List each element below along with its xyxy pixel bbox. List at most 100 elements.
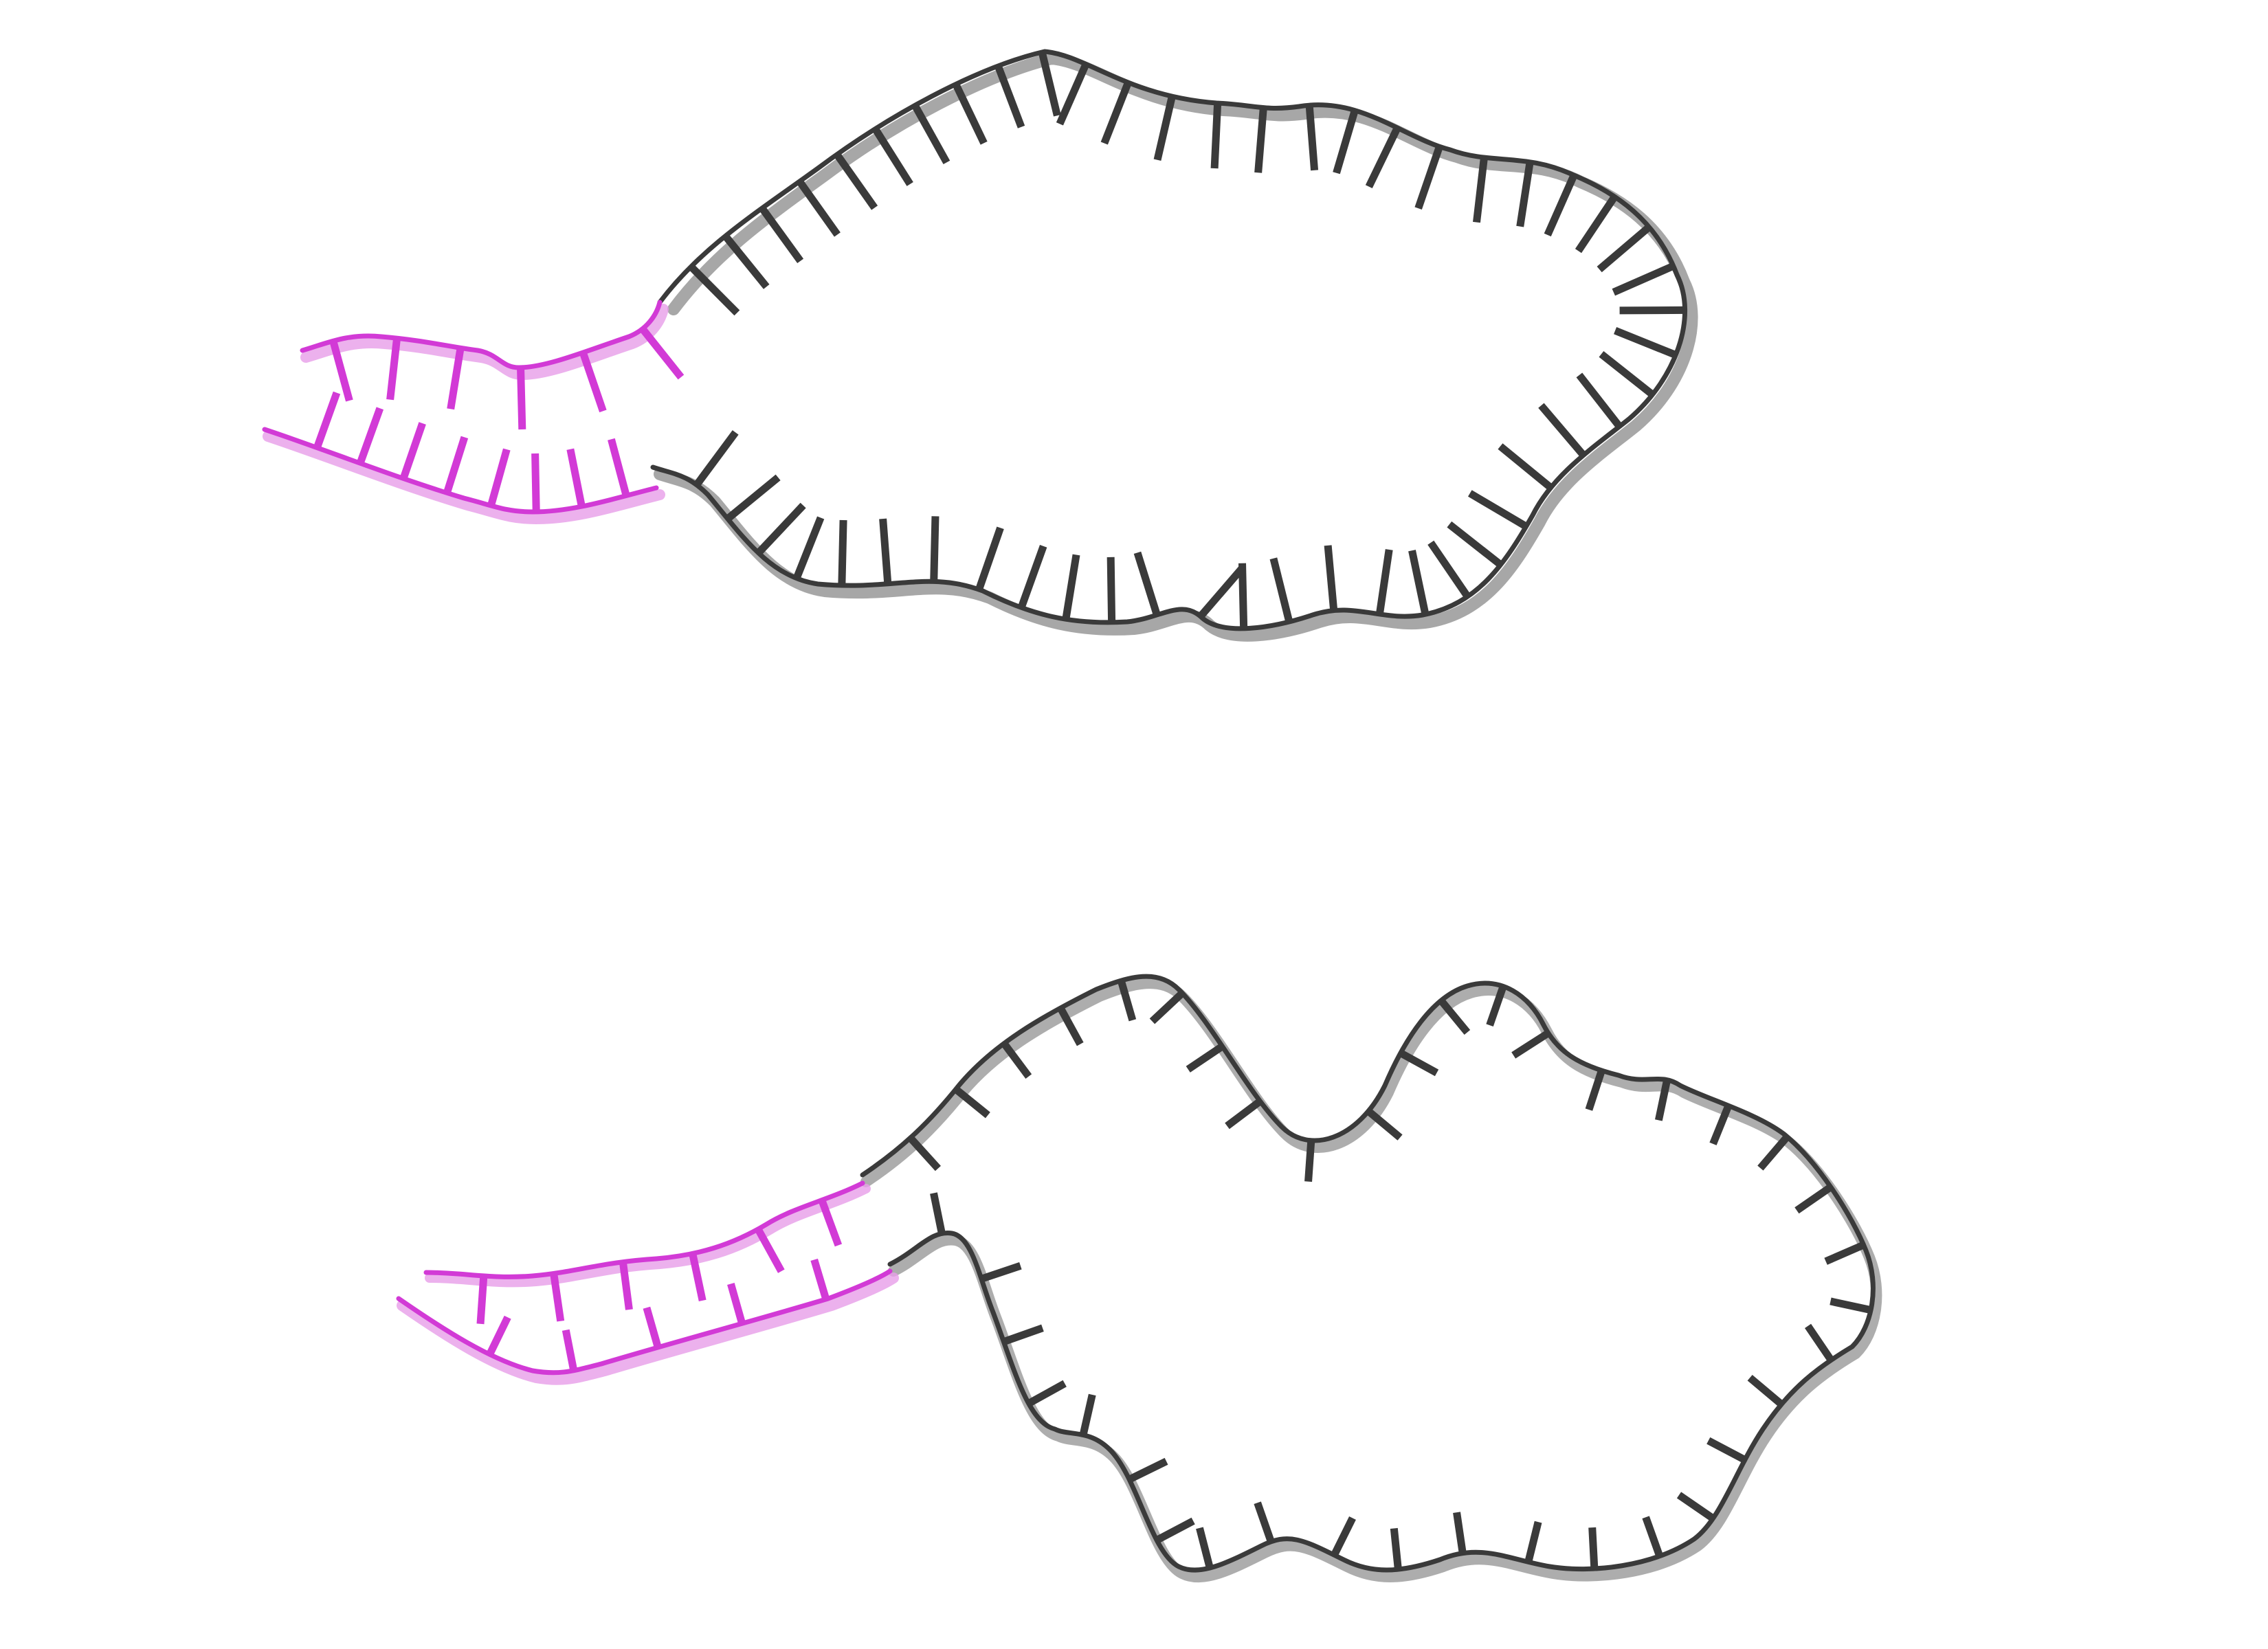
- bottom-magenta-lower-shadow: [397, 1272, 899, 1385]
- top-loop-rung: [930, 516, 940, 582]
- bottom-loop-rung: [1225, 1098, 1263, 1130]
- top-loop-rung: [1473, 157, 1488, 223]
- top-loop-rung: [1575, 194, 1618, 254]
- bottom-magenta-rung: [476, 1275, 488, 1325]
- top-loop-rungs: [688, 51, 1685, 629]
- bottom-loop-rung: [1757, 1134, 1790, 1171]
- top-loop-rung: [871, 126, 913, 186]
- bottom-loop-rung: [1794, 1184, 1833, 1214]
- bottom-loop-rung: [1196, 1527, 1214, 1569]
- bottom-loop-rung: [1511, 1029, 1550, 1059]
- top-loop-rung: [1100, 81, 1132, 145]
- top-loop-rung: [755, 502, 806, 556]
- bottom-loop-rung: [1127, 1457, 1168, 1483]
- top-magenta-rung: [447, 347, 465, 410]
- top-loop-rung: [1210, 102, 1222, 169]
- bottom-loop-rung: [1486, 985, 1507, 1027]
- bottom-loop-rung: [1366, 1108, 1403, 1141]
- bottom-loop-rung: [1304, 1140, 1315, 1182]
- top-magenta-rung: [579, 351, 607, 413]
- top-loop-rung: [1447, 521, 1503, 568]
- bottom-loop-rung: [1588, 1527, 1599, 1569]
- top-magenta-rung: [487, 448, 511, 507]
- top-loop-rung: [1498, 443, 1553, 491]
- top-loop-rung: [1414, 145, 1443, 210]
- top-magenta-rung: [313, 391, 341, 449]
- top-loop-rung: [1238, 563, 1248, 629]
- top-loop-rung: [911, 103, 950, 165]
- bottom-loop-rung: [1002, 1324, 1044, 1345]
- bottom-loop-rung: [1438, 998, 1471, 1035]
- top-loop-rung: [796, 179, 841, 237]
- top-loop-rung: [792, 516, 825, 580]
- bottom-magenta-rungs: [476, 1198, 843, 1371]
- top-loop-rung: [1038, 51, 1061, 117]
- top-magenta-rung: [608, 438, 630, 497]
- top-loop-rung: [1538, 403, 1587, 458]
- top-loop-rung: [952, 82, 988, 145]
- top-loop-rung: [1427, 540, 1471, 599]
- bottom-loop-shadow: [860, 978, 1882, 1583]
- top-loop-rung: [1544, 173, 1578, 237]
- top-loop-rung: [1597, 224, 1652, 273]
- bottom-loop-rungs: [907, 979, 1872, 1570]
- bottom-loop-rung: [953, 1086, 990, 1119]
- top-loop-rung: [1062, 554, 1080, 620]
- bottom-strand-panel: [396, 974, 1882, 1583]
- bottom-loop-rung: [1155, 1517, 1195, 1544]
- bottom-loop-rung: [1001, 1041, 1032, 1079]
- bottom-loop-rung: [1830, 1297, 1872, 1314]
- bottom-loop-rung: [1117, 979, 1137, 1022]
- top-loop-rung: [759, 205, 804, 264]
- top-loop-rung: [1056, 63, 1090, 126]
- top-magenta-rung: [386, 337, 401, 401]
- bottom-loop-strand: [860, 974, 1876, 1573]
- bottom-loop-rung: [1706, 1437, 1747, 1463]
- top-loop-rung: [688, 264, 740, 316]
- top-loop-rung: [1254, 107, 1267, 173]
- top-magenta-rung: [443, 436, 469, 495]
- bottom-loop-rung: [980, 1262, 1022, 1283]
- bottom-magenta-rung: [619, 1261, 633, 1310]
- bottom-magenta-rung: [486, 1315, 511, 1356]
- top-loop-rung: [1305, 104, 1319, 171]
- bottom-magenta-rung: [755, 1227, 785, 1273]
- top-strand-panel: [262, 49, 1698, 642]
- top-magenta-rung: [531, 453, 540, 513]
- top-loop-rung: [838, 519, 847, 586]
- top-loop-rung: [1365, 126, 1401, 189]
- bottom-loop-rung: [1676, 1492, 1715, 1522]
- top-loop-rung: [879, 518, 892, 585]
- bottom-loop-rung: [1149, 990, 1185, 1024]
- bottom-loop-rung: [907, 1135, 941, 1171]
- bottom-loop-rung: [1186, 1043, 1225, 1073]
- top-loop-rung: [1269, 557, 1293, 623]
- top-magenta-rung: [329, 339, 353, 402]
- bottom-loop-rung: [1654, 1079, 1671, 1121]
- bottom-magenta-rung: [562, 1329, 578, 1371]
- top-magenta-lower-shadow: [263, 431, 665, 525]
- top-magenta-rung: [566, 448, 586, 508]
- bottom-magenta-rung: [810, 1258, 830, 1301]
- top-loop-rung: [1017, 545, 1047, 609]
- top-loop-rung: [1612, 262, 1675, 296]
- top-magenta-rung: [356, 407, 384, 465]
- top-magenta-rung: [639, 326, 685, 380]
- bottom-loop-rung: [1254, 1501, 1275, 1543]
- bottom-loop-rung: [1057, 1006, 1084, 1046]
- bottom-magenta-rung: [643, 1306, 662, 1349]
- bottom-loop-rung: [1642, 1516, 1663, 1558]
- bottom-magenta-lower: [396, 1268, 893, 1376]
- top-loop-rung: [1599, 350, 1655, 398]
- top-magenta-lower: [262, 427, 659, 515]
- bottom-loop-rung: [1747, 1374, 1784, 1408]
- top-loop-rung: [1516, 161, 1534, 227]
- top-loop-rung: [1619, 306, 1685, 315]
- top-loop-rung: [1324, 545, 1338, 612]
- top-magenta-rung: [517, 367, 526, 430]
- top-magenta-rungs: [313, 326, 685, 513]
- top-loop-rung: [994, 65, 1025, 128]
- top-loop-rung: [693, 430, 739, 487]
- top-loop-rung: [834, 152, 878, 210]
